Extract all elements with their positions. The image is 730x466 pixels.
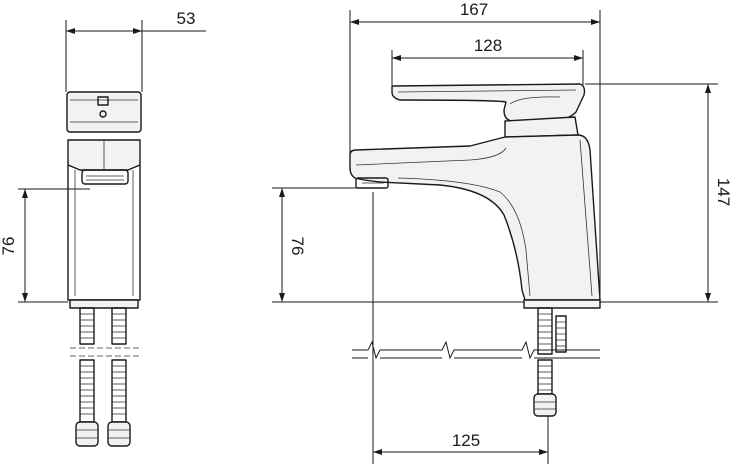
front-view: 167 128 147 76 bbox=[272, 0, 730, 464]
front-spout-height-label: 76 bbox=[288, 237, 307, 256]
overall-height-dimension: 147 bbox=[585, 83, 730, 303]
side-handle bbox=[66, 91, 142, 133]
mounting-hardware bbox=[533, 307, 567, 417]
base-ring bbox=[523, 299, 601, 309]
handle-length-label: 128 bbox=[474, 36, 502, 55]
side-height-label: 76 bbox=[0, 237, 18, 256]
side-base bbox=[69, 299, 139, 309]
side-view: 53 76 bbox=[0, 9, 206, 447]
handle-length-dimension: 128 bbox=[391, 36, 584, 85]
handle-neck bbox=[504, 116, 579, 138]
front-spout-height-dimension: 76 bbox=[272, 187, 525, 303]
side-height-dimension: 76 bbox=[0, 188, 90, 303]
overall-length-label: 167 bbox=[460, 0, 488, 19]
spout-reach-label: 125 bbox=[452, 431, 480, 450]
overall-height-label: 147 bbox=[714, 178, 730, 206]
side-width-label: 53 bbox=[177, 9, 196, 28]
lever-handle bbox=[391, 83, 586, 122]
side-body bbox=[67, 139, 141, 301]
spout-reach-dimension: 125 bbox=[372, 192, 549, 464]
side-hoses bbox=[70, 307, 140, 447]
side-width-dimension: 53 bbox=[65, 9, 206, 92]
overall-length-dimension: 167 bbox=[349, 0, 601, 300]
countertop bbox=[352, 340, 600, 360]
faucet-body bbox=[349, 134, 601, 301]
